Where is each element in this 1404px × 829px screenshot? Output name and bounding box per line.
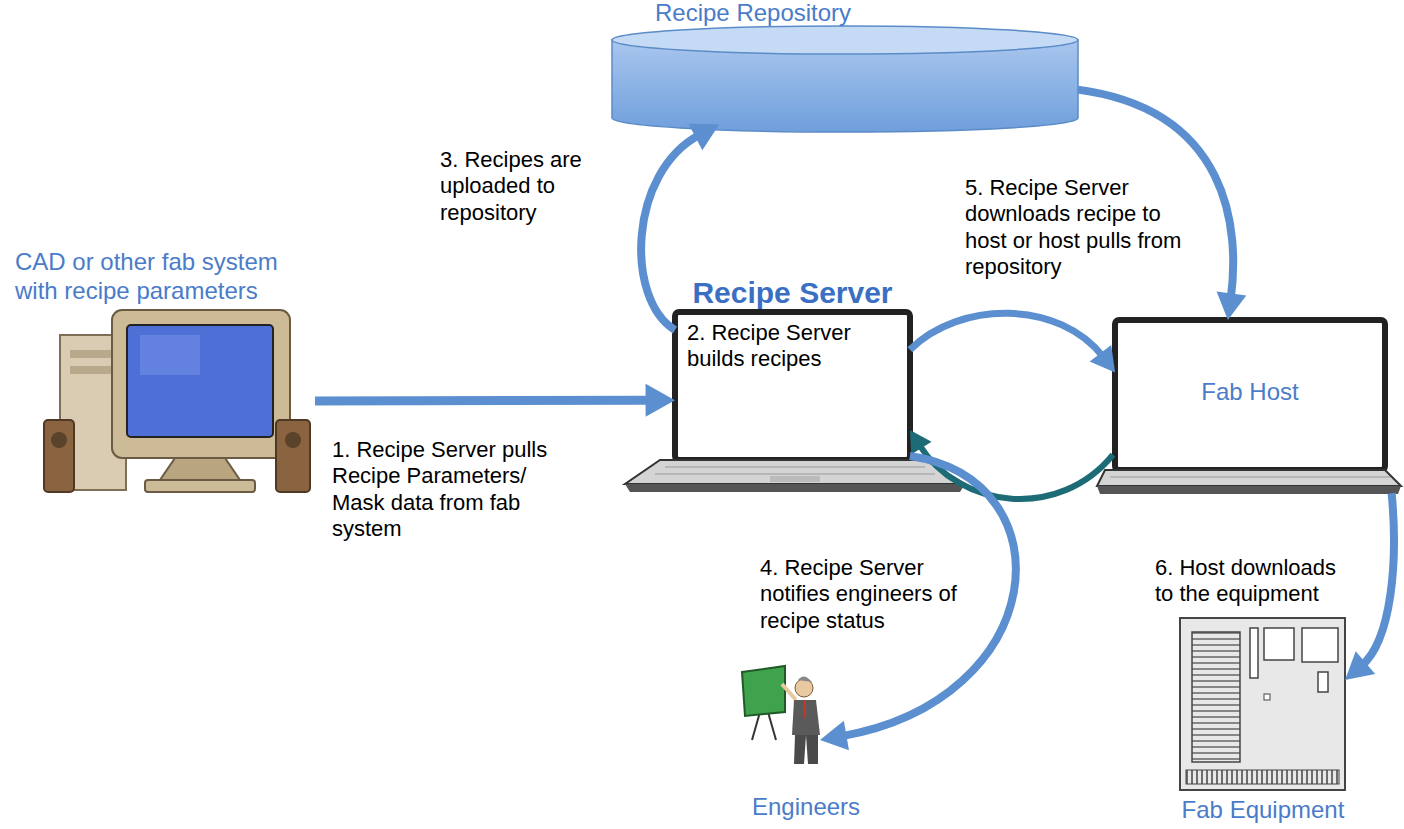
flow-arrow xyxy=(910,313,1115,372)
step-label: 1. Recipe Server pulls Recipe Parameters… xyxy=(332,437,572,543)
engineer-figure xyxy=(742,666,820,764)
step-label: 6. Host downloads to the equipment xyxy=(1155,555,1360,608)
arrow-head xyxy=(820,721,849,751)
step-text: 2. Recipe Server builds recipes xyxy=(687,320,852,373)
arrow-head xyxy=(688,124,719,151)
arrow-head xyxy=(1217,291,1247,320)
arrow-line xyxy=(910,313,1103,357)
fab-equipment: Fab Equipment xyxy=(1180,618,1345,790)
arrow-head xyxy=(646,384,675,417)
engineers: Engineers xyxy=(740,665,820,765)
node-title: Recipe Server xyxy=(675,275,910,311)
recipe-server: Recipe Server2. Recipe Server builds rec… xyxy=(625,312,965,492)
arrow-line xyxy=(1361,493,1394,666)
fab-equipment xyxy=(1180,618,1345,790)
step-label: 5. Recipe Server downloads recipe to hos… xyxy=(965,175,1190,281)
cad-computer xyxy=(44,310,310,492)
node-title: CAD or other fab system with recipe para… xyxy=(15,248,310,306)
arrow-head xyxy=(1090,345,1115,372)
node-title: Engineers xyxy=(752,793,902,822)
node-title: Recipe Repository xyxy=(655,0,915,28)
host-laptop xyxy=(1097,320,1401,494)
flow-arrow xyxy=(315,384,675,417)
arrow-line xyxy=(641,134,700,330)
arrow-head xyxy=(1345,651,1375,680)
arrow-line xyxy=(919,445,1113,499)
flow-arrow xyxy=(1345,493,1394,680)
cad-system: CAD or other fab system with recipe para… xyxy=(40,306,315,496)
step-label: 3. Recipes are uploaded to repository xyxy=(440,147,615,226)
server-laptop xyxy=(625,312,965,492)
fab-host: Fab Host xyxy=(1095,320,1404,495)
node-title: Fab Host xyxy=(1115,378,1385,407)
repository-cylinder xyxy=(612,26,1078,132)
node-title: Fab Equipment xyxy=(1168,796,1358,825)
arrow-head xyxy=(910,430,932,455)
repository-cylinder: Recipe Repository xyxy=(612,26,1078,132)
arrow-line xyxy=(315,396,651,406)
step-label: 4. Recipe Server notifies engineers of r… xyxy=(760,555,965,634)
